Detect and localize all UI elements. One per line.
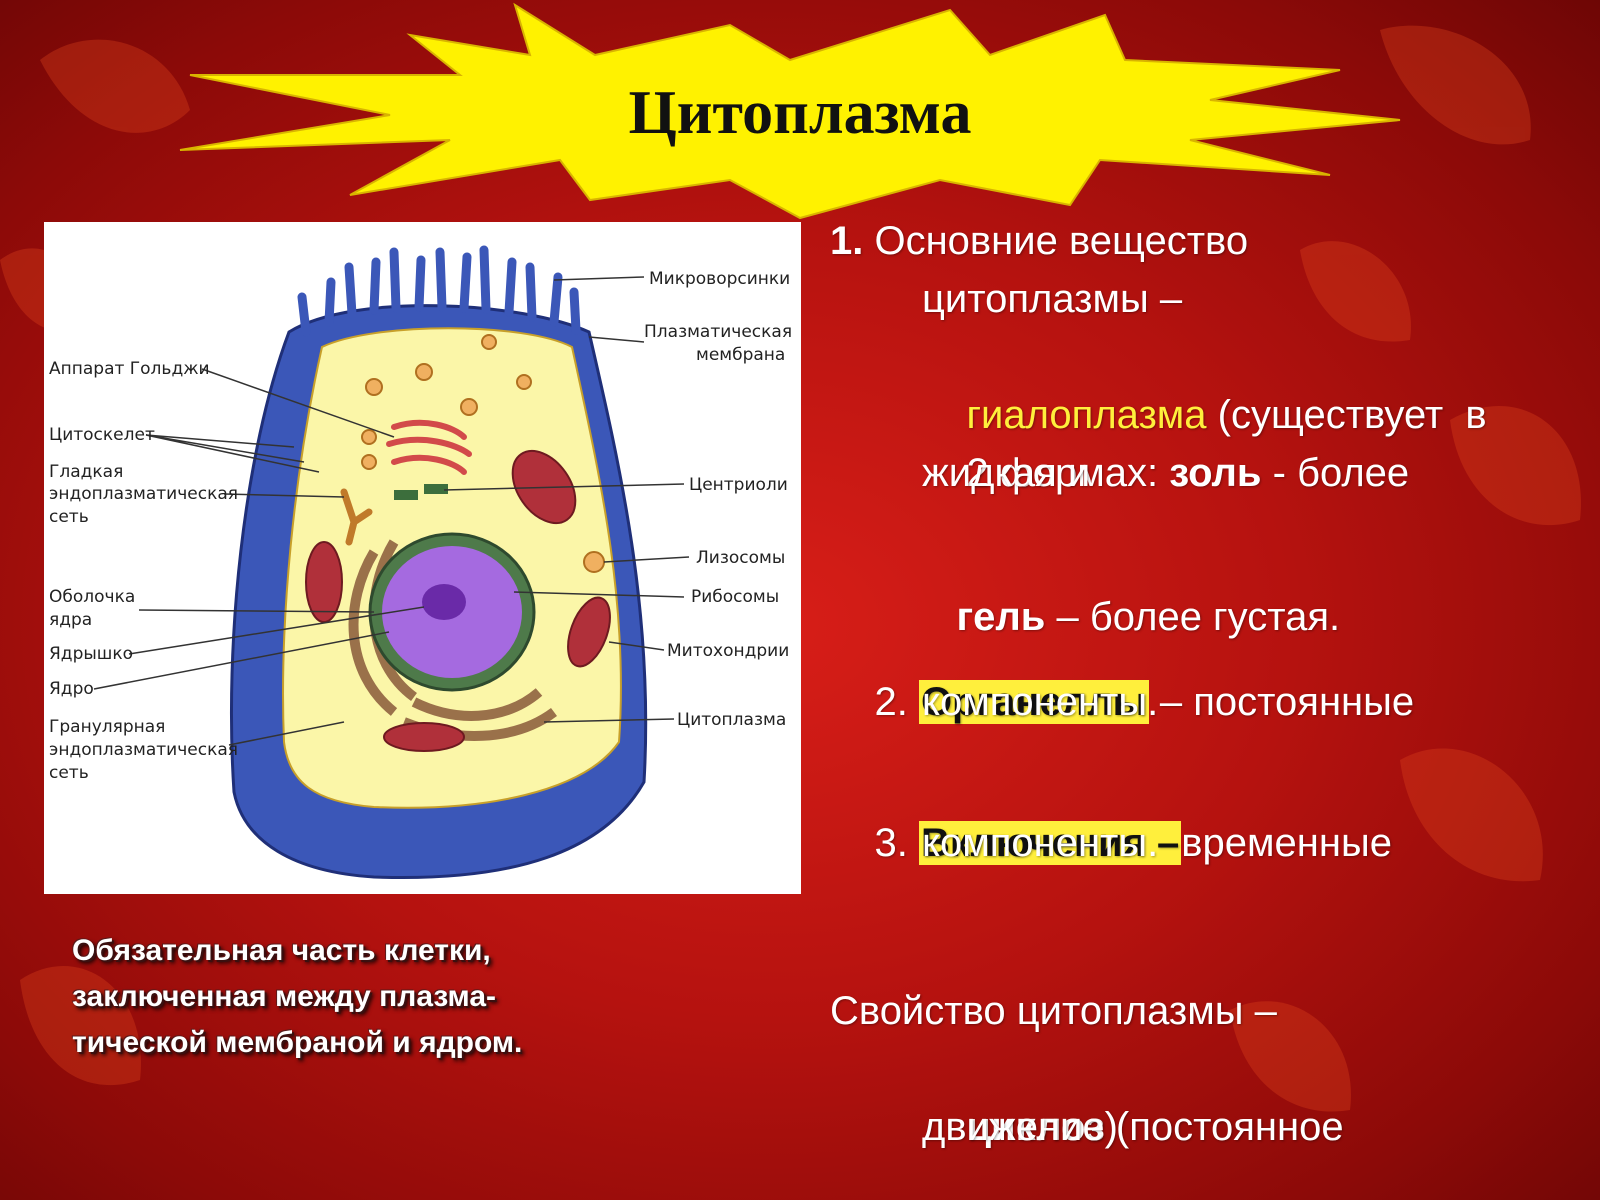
label-centrioles: Центриоли [689, 475, 788, 495]
term-hyaloplasm: гиалоплазма [966, 393, 1207, 437]
property-rest: (постоянное [1104, 1105, 1344, 1149]
label-granular-er-1: Гранулярная [49, 717, 165, 737]
smooth-er-shape [340, 488, 373, 546]
cell-diagram: Микроворсинки Плазматическая мембрана Ап… [44, 222, 801, 894]
label-microvilli: Микроворсинки [649, 269, 790, 289]
point-2-rest: – постоянные [1148, 680, 1415, 724]
property-line-3: движение) [922, 1105, 1118, 1149]
definition-caption: Обязательная часть клетки, заключенная м… [72, 928, 692, 1066]
cell-illustration: Микроворсинки Плазматическая мембрана Ап… [49, 245, 792, 880]
title-starburst [179, 2, 1401, 220]
point-2-line-2: компоненты. [922, 680, 1159, 724]
point-2-line-1: 2. Органеллы – постоянные [830, 615, 1414, 789]
label-granular-er-2: эндоплазматическая [49, 740, 238, 760]
label-plasma-membrane-2: мембрана [696, 345, 785, 365]
label-granular-er-3: сеть [49, 763, 89, 783]
term-inclusions: Включения – [918, 821, 1182, 865]
term-organelles: Органеллы [918, 680, 1149, 724]
label-smooth-er-1: Гладкая [49, 462, 123, 482]
point-1-line-4: 2 формах: золь - более [922, 386, 1409, 560]
point-1-text: Основние вещество [863, 219, 1249, 263]
label-golgi: Аппарат Гольджи [49, 359, 210, 379]
gel-line: гель – более густая. [912, 530, 1340, 704]
centriole-shape [424, 484, 448, 494]
property-line-2: циклоз (постоянное [922, 1040, 1344, 1200]
label-nuclear-envelope-2: ядра [49, 610, 92, 630]
point-1-line-3: гиалоплазма (существует в [922, 328, 1487, 502]
label-nuclear-envelope-1: Оболочка [49, 587, 135, 607]
point-1-number: 1. [830, 219, 864, 263]
term-gel: гель [956, 595, 1046, 639]
label-plasma-membrane-1: Плазматическая [644, 322, 792, 342]
point-3-line-2: компоненты. [922, 821, 1159, 865]
caption-line: Обязательная часть клетки, [72, 934, 491, 967]
microvilli-shape [297, 245, 581, 337]
term-cyclosis: циклоз [966, 1105, 1105, 1149]
point-1-line-1: 1. Основние вещество [830, 212, 1248, 270]
centriole-shape [394, 490, 418, 500]
label-lysosomes: Лизосомы [696, 548, 785, 568]
point-3-line-1: 3. Включения –временные [830, 756, 1392, 930]
caption-line: тической мембраной и ядром. [72, 1026, 523, 1059]
caption-line: заключенная между плазма- [72, 980, 497, 1013]
label-cytoplasm: Цитоплазма [677, 710, 786, 730]
point-2-number: 2. [874, 680, 919, 724]
nucleolus-shape [422, 584, 466, 620]
label-mitochondria: Митохондрии [667, 641, 789, 661]
label-nucleolus: Ядрышко [49, 644, 133, 664]
point-1-line-4-b: - более [1261, 451, 1410, 495]
gel-rest: – более густая. [1045, 595, 1341, 639]
point-1-line-4-a: 2 формах: [966, 451, 1170, 495]
point-1-line-5: жидкая и [922, 451, 1091, 495]
label-ribosomes: Рибосомы [691, 587, 779, 607]
label-smooth-er-2: эндоплазматическая [49, 484, 238, 504]
label-cytoskeleton: Цитоскелет [49, 425, 155, 445]
label-smooth-er-3: сеть [49, 507, 89, 527]
leader-lines [93, 276, 690, 746]
property-line-1: Свойство цитоплазмы – [830, 989, 1277, 1033]
point-1-line-3-rest: (существует в [1206, 393, 1487, 437]
point-3-rest: временные [1181, 821, 1392, 865]
point-1-line-2: цитоплазмы – [922, 277, 1183, 321]
point-3-number: 3. [874, 821, 919, 865]
golgi-shape [386, 419, 472, 475]
term-sol: золь [1169, 451, 1262, 495]
slide-title: Цитоплазма [628, 79, 972, 147]
label-nucleus: Ядро [49, 679, 94, 699]
lysosomes-shape [361, 334, 605, 573]
